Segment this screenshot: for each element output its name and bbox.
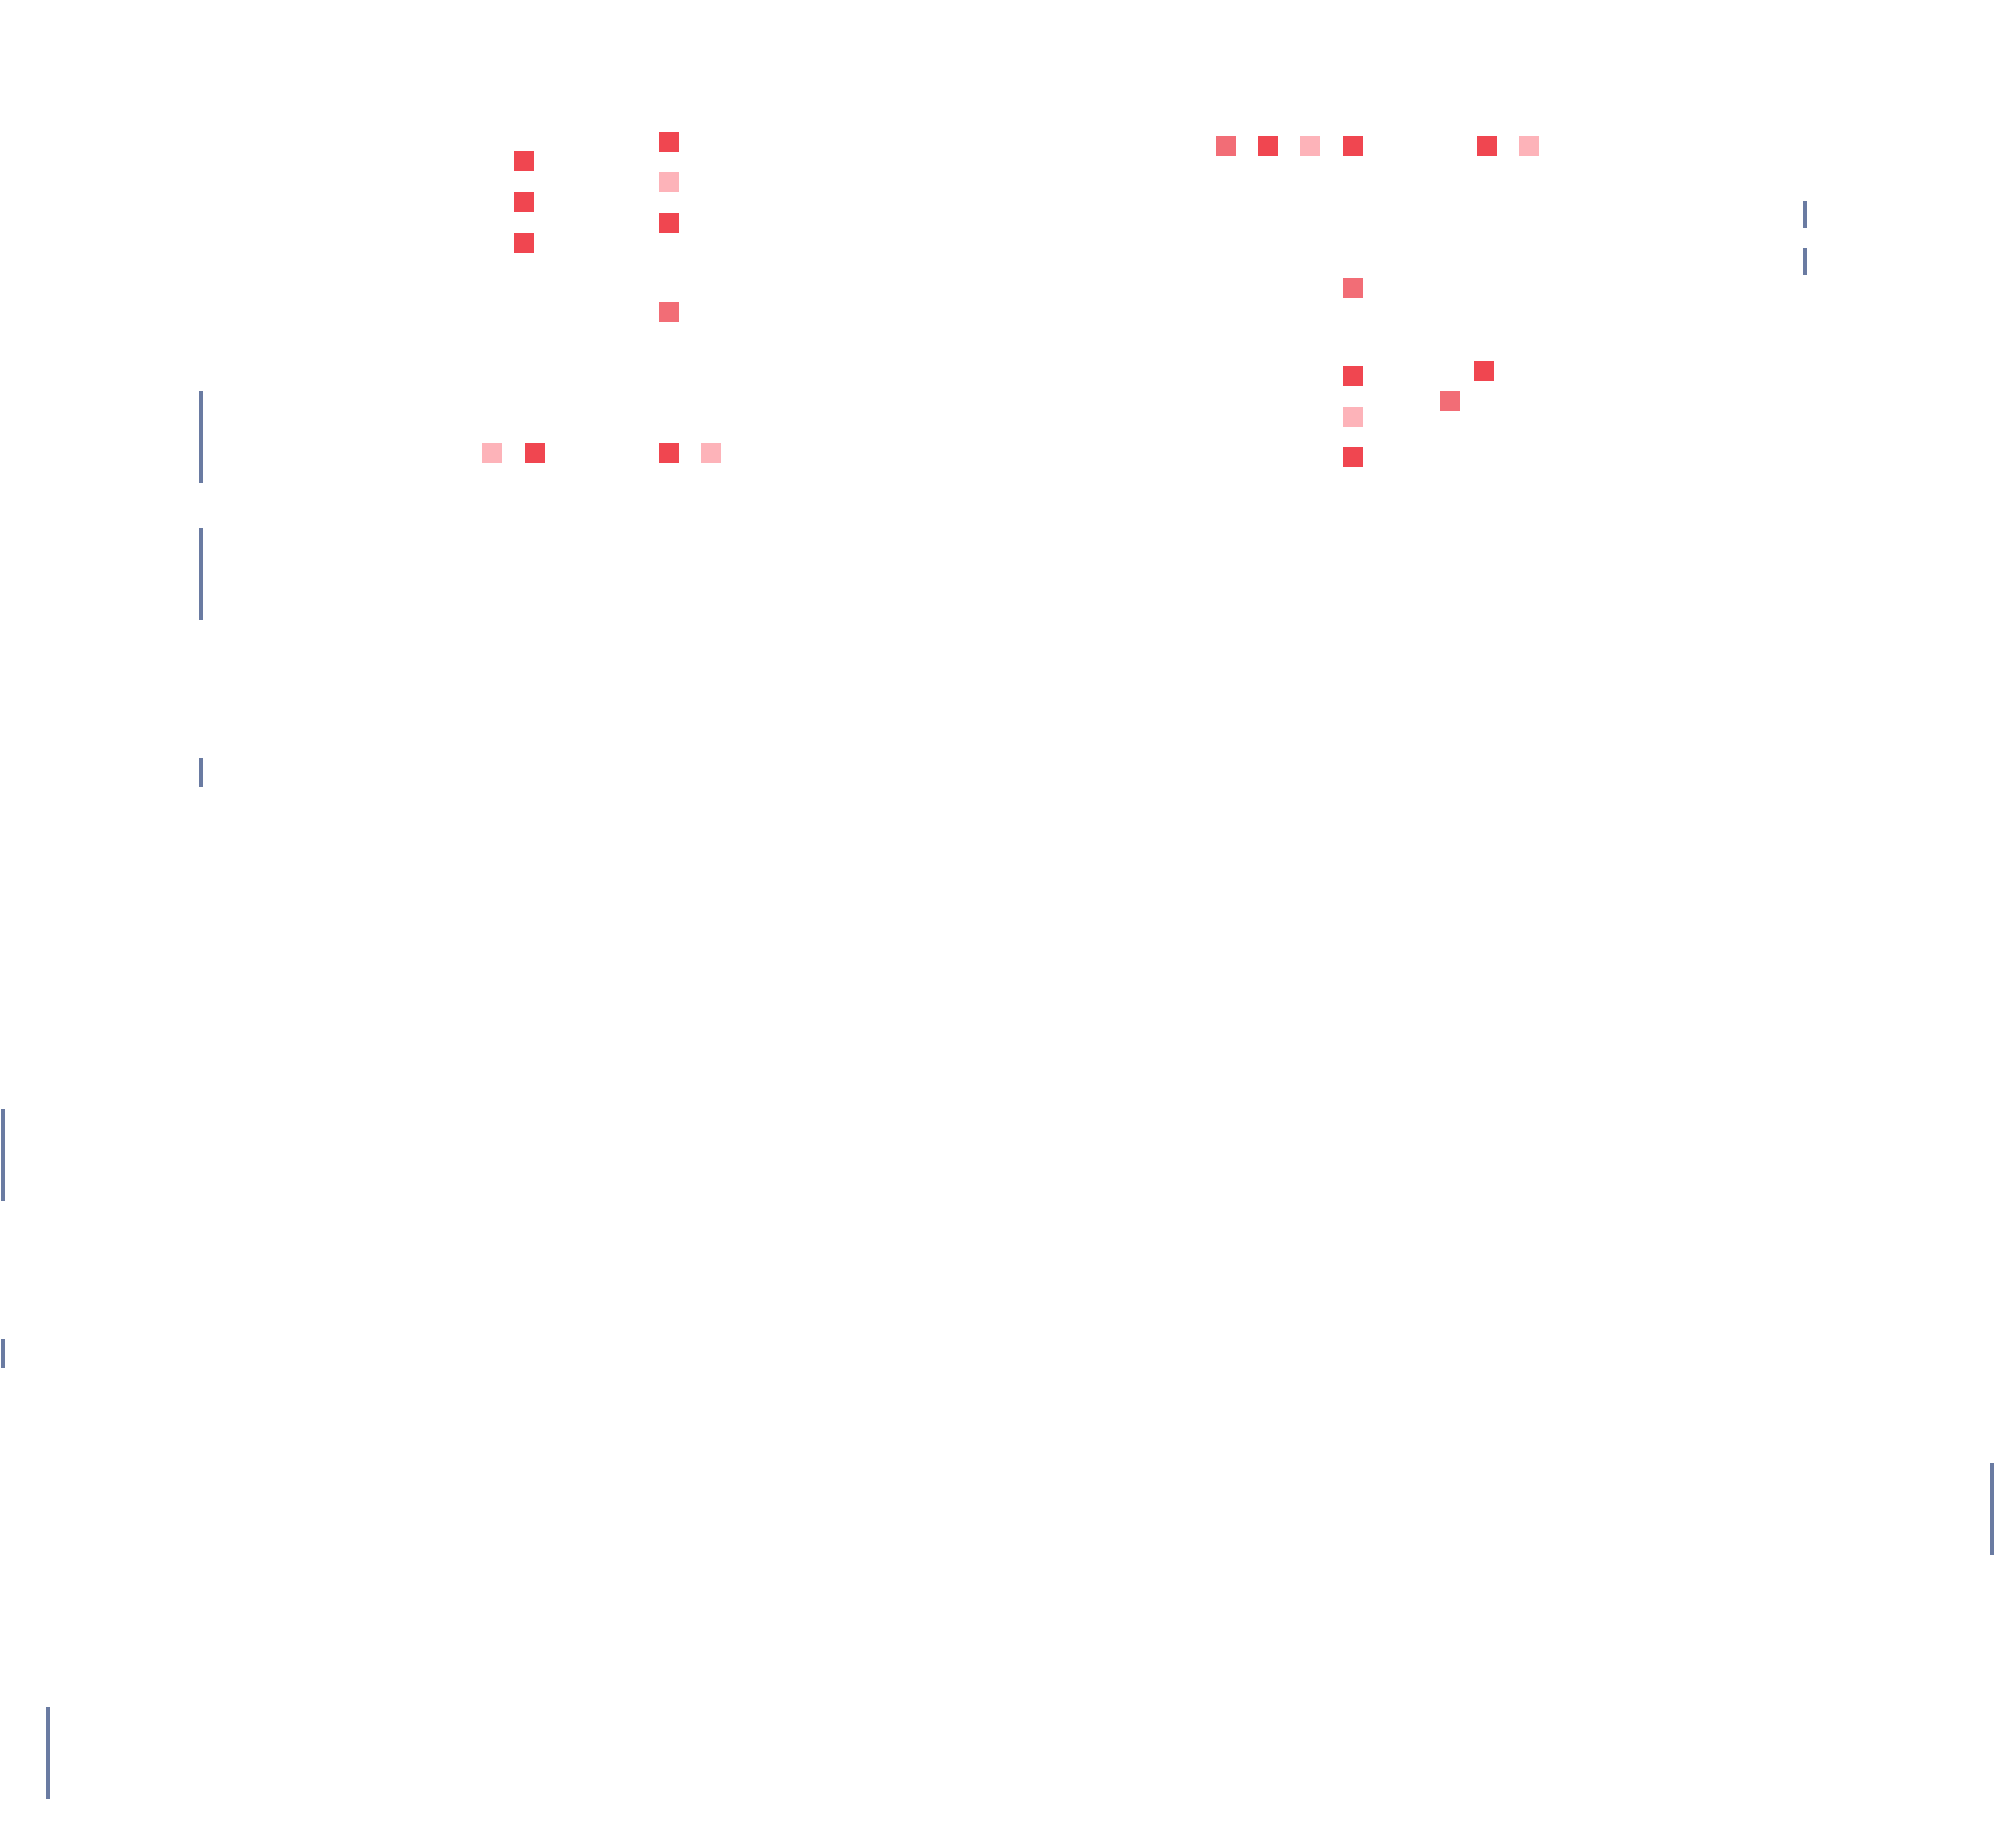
square-e1: [1343, 278, 1363, 298]
square-a3: [514, 233, 534, 253]
bar-9: [46, 1707, 50, 1799]
square-d2: [1258, 136, 1278, 156]
square-d5: [1477, 136, 1497, 156]
square-d1: [1216, 136, 1236, 156]
bar-1: [199, 391, 203, 483]
square-e4: [1343, 447, 1363, 467]
square-d6: [1519, 136, 1539, 156]
square-c2: [525, 443, 545, 463]
square-e3: [1343, 407, 1363, 427]
square-a2: [514, 192, 534, 212]
square-b1: [659, 132, 679, 152]
square-a1: [514, 151, 534, 171]
square-d4: [1343, 136, 1363, 156]
square-c3: [659, 443, 679, 463]
bar-8: [1990, 1463, 1994, 1555]
square-b4: [659, 302, 679, 322]
square-d3: [1300, 136, 1320, 156]
bar-5: [1803, 248, 1807, 275]
square-b3: [659, 213, 679, 233]
bar-3: [199, 758, 203, 787]
square-f1: [1474, 361, 1494, 381]
bar-4: [1803, 201, 1807, 228]
bar-2: [199, 528, 203, 620]
square-c1: [482, 443, 502, 463]
square-e2: [1343, 366, 1363, 386]
bar-7: [1, 1339, 5, 1368]
square-b2: [659, 172, 679, 192]
bar-6: [1, 1109, 5, 1201]
square-c4: [701, 443, 721, 463]
square-f2: [1440, 391, 1460, 411]
